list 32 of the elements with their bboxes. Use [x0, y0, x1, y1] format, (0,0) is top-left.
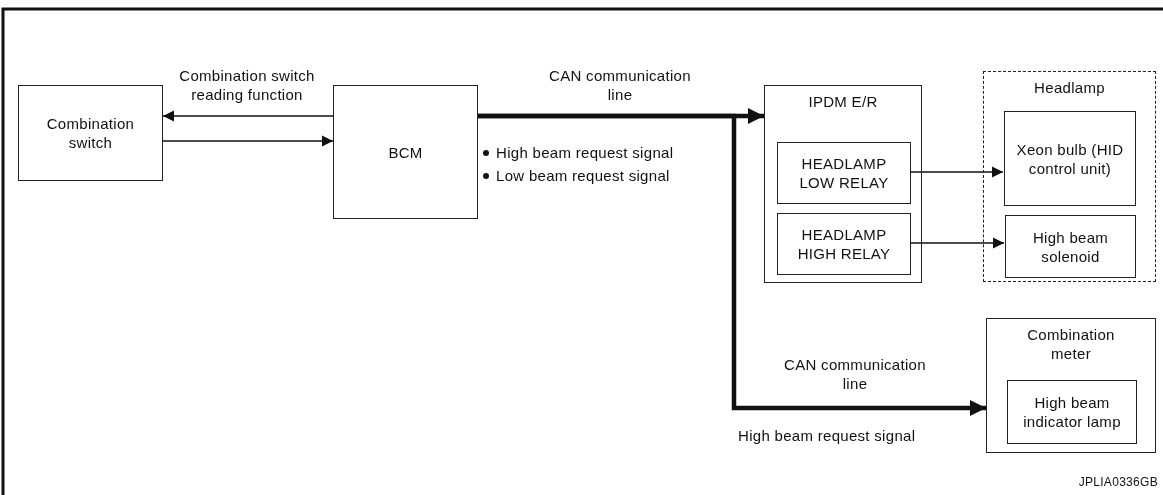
arrow [162, 135, 334, 147]
block-label: Xeon bulb (HID control unit) [1015, 139, 1125, 178]
block-box [1005, 215, 1136, 278]
signal-label: Low beam request signal [496, 166, 670, 185]
group-heading: IPDM E/R [807, 92, 879, 111]
signal-label: High beam request signal [738, 426, 916, 445]
figure-code: JPLIA0336GB [1077, 474, 1158, 491]
block-box [1007, 380, 1137, 444]
arrow [909, 166, 1004, 178]
group-box [983, 71, 1156, 282]
block-label: Combination switch [45, 114, 136, 152]
arrow [909, 237, 1005, 249]
block-box [764, 85, 922, 283]
block-box [777, 142, 911, 204]
edge-label: CAN communication line [548, 66, 692, 104]
arrow [478, 113, 986, 416]
block-label: HEADLAMP HIGH RELAY [796, 225, 892, 263]
block-label: High beam indicator lamp [1022, 393, 1122, 431]
block-box [777, 213, 911, 275]
edge-label: CAN communication line [783, 355, 927, 393]
block-label: High beam solenoid [1031, 227, 1110, 266]
block-box [18, 85, 163, 181]
block-box [1004, 111, 1136, 206]
group-heading: Combination meter [1026, 325, 1116, 363]
block-label: BCM [388, 142, 423, 162]
arrow [162, 110, 334, 122]
edge-label: Combination switch reading function [178, 66, 316, 104]
block-label: HEADLAMP LOW RELAY [798, 154, 890, 192]
block-box [333, 85, 478, 219]
group-heading: Headlamp [1033, 78, 1106, 97]
block-box [986, 318, 1156, 453]
signal-label: High beam request signal [496, 143, 674, 162]
